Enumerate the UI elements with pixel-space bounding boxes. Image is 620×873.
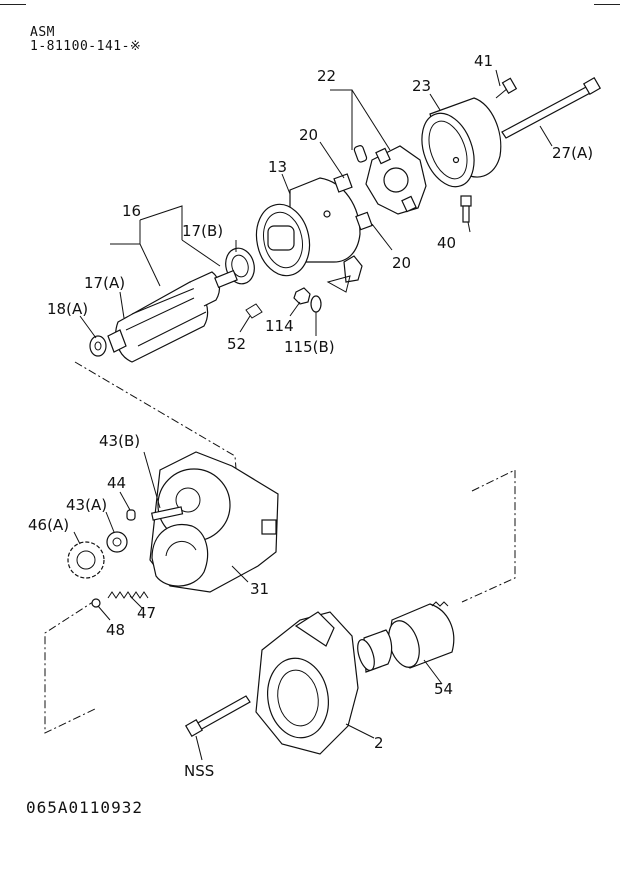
through-bolt [501, 76, 602, 139]
spring-47 [107, 591, 149, 599]
callout-47: 47 [137, 604, 156, 622]
shaft-43b [150, 506, 184, 521]
header-asm: ASM [30, 25, 55, 40]
callout-16: 16 [122, 202, 141, 220]
callout-27a: 27(A) [552, 144, 593, 162]
header-part-number: 1-81100-141-※ [30, 39, 142, 54]
armature [107, 269, 238, 363]
front-housing [255, 611, 359, 755]
guide-line-left [44, 599, 98, 734]
callout-41: 41 [474, 52, 493, 70]
guide-line-right [461, 469, 516, 603]
callout-17a: 17(A) [84, 274, 125, 292]
callout-48: 48 [106, 621, 125, 639]
callout-43a: 43(A) [66, 496, 107, 514]
callout-40: 40 [437, 234, 456, 252]
callout-22: 22 [317, 67, 336, 85]
yoke-field-coil [255, 173, 373, 277]
callout-114: 114 [265, 317, 294, 335]
diagram-code: 065A0110932 [26, 798, 143, 817]
callout-31: 31 [250, 580, 269, 598]
callout-44: 44 [107, 474, 126, 492]
bolt-nss [184, 695, 251, 738]
callout-labels: 22 23 41 20 13 27(A) 16 17(B) 40 20 17(A… [28, 52, 593, 780]
callout-52: 52 [227, 335, 246, 353]
clip-52 [245, 303, 263, 319]
nut-114 [293, 287, 311, 305]
callout-13: 13 [268, 158, 287, 176]
screw-40 [460, 195, 472, 223]
brush-holder [353, 145, 427, 215]
gear-43a [106, 531, 128, 553]
rear-cover [421, 97, 502, 188]
washer-18a [89, 335, 107, 357]
drive-pinion [357, 601, 455, 673]
corner-line-left [0, 4, 26, 5]
gear-46a [67, 541, 105, 579]
callout-54: 54 [434, 680, 453, 698]
callout-115b: 115(B) [284, 338, 335, 356]
callout-18a: 18(A) [47, 300, 88, 318]
callout-20-lower: 20 [392, 254, 411, 272]
callout-17b: 17(B) [182, 222, 223, 240]
leader-lines [73, 69, 553, 761]
corner-line-right [594, 4, 620, 5]
callout-43b: 43(B) [99, 432, 140, 450]
screw-41 [495, 77, 518, 99]
ball-48 [91, 598, 101, 608]
callout-nss: NSS [184, 762, 214, 780]
callout-20-upper: 20 [299, 126, 318, 144]
callout-2: 2 [374, 734, 384, 752]
callout-23: 23 [412, 77, 431, 95]
washer-115b [310, 295, 322, 313]
center-housing [149, 451, 279, 593]
callout-46a: 46(A) [28, 516, 69, 534]
pin-44 [126, 509, 136, 521]
terminal-lead [326, 255, 363, 293]
